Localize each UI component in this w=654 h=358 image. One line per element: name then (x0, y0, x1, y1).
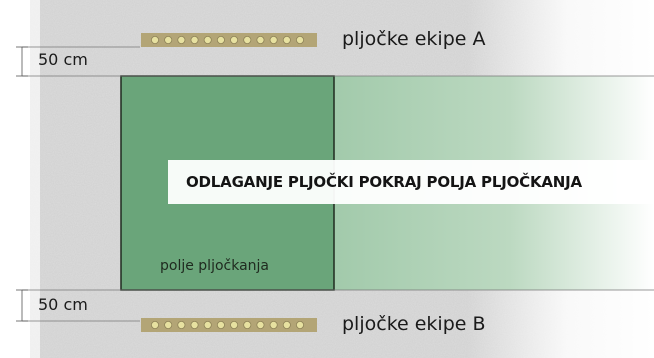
pljocke-row-b-icon (141, 318, 317, 332)
pljocka-b-3 (177, 320, 186, 329)
pljocka-b-9 (256, 320, 265, 329)
pljocka-a-6 (216, 36, 225, 45)
pljocka-a-1 (150, 36, 159, 45)
pljocka-b-10 (269, 320, 278, 329)
banner-box (168, 160, 654, 204)
pljocka-a-8 (243, 36, 252, 45)
team-b-label: pljočke ekipe B (342, 313, 486, 335)
pljocka-a-11 (282, 36, 291, 45)
field-label: polje pljočkanja (160, 258, 270, 274)
banner-text: ODLAGANJE PLJOČKI POKRAJ POLJA PLJOČKANJ… (186, 173, 582, 191)
pljocka-b-7 (230, 320, 239, 329)
pljocka-b-6 (216, 320, 225, 329)
pljocka-a-5 (203, 36, 212, 45)
team-a-label: pljočke ekipe A (342, 28, 486, 50)
distance-top-label: 50 cm (38, 50, 88, 69)
pljocka-a-12 (295, 36, 304, 45)
pljocka-a-4 (190, 36, 199, 45)
pljocka-b-4 (190, 320, 199, 329)
distance-bottom-label: 50 cm (38, 295, 88, 314)
pljocka-b-2 (164, 320, 173, 329)
dimension-bottom (16, 289, 28, 322)
pljocka-a-9 (256, 36, 265, 45)
pljocke-row-a-icon (141, 33, 317, 47)
pljocka-b-1 (150, 320, 159, 329)
pljocka-a-3 (177, 36, 186, 45)
dimension-top (16, 46, 28, 77)
pljocka-b-12 (295, 320, 304, 329)
pljocka-b-8 (243, 320, 252, 329)
pljocka-b-11 (282, 320, 291, 329)
pljocka-a-7 (230, 36, 239, 45)
pljocka-a-10 (269, 36, 278, 45)
pljocka-a-2 (164, 36, 173, 45)
pljocka-b-5 (203, 320, 212, 329)
